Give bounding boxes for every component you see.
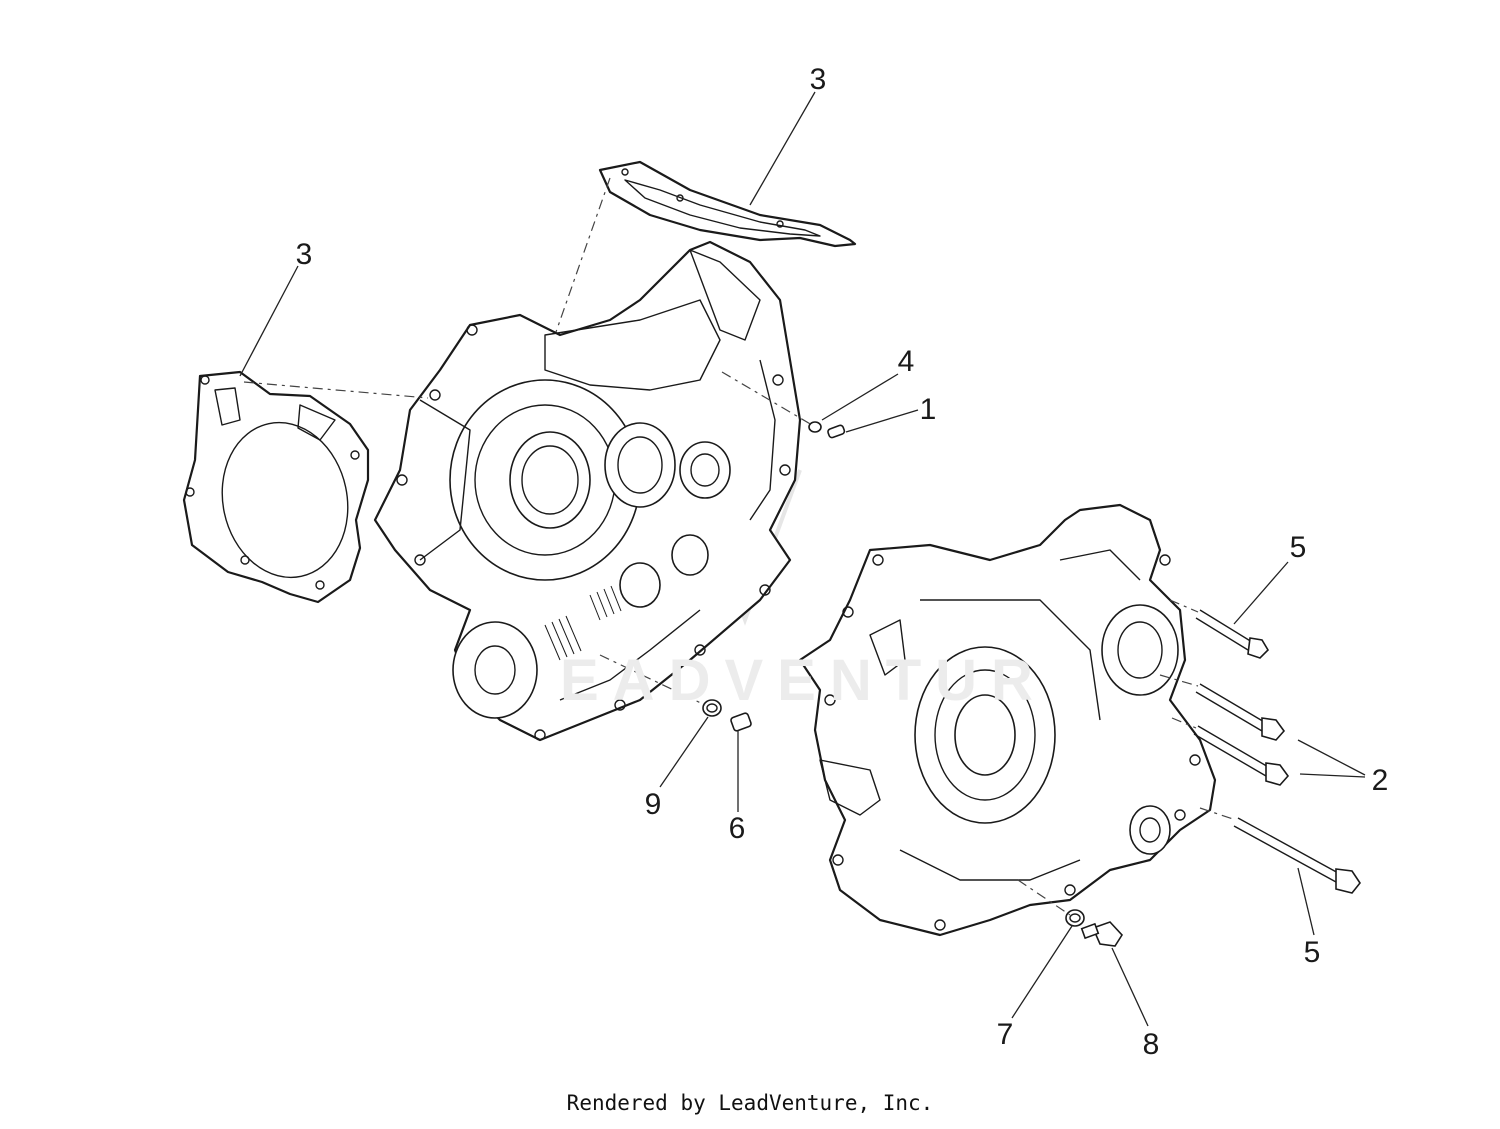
cylinder-gasket-top xyxy=(598,160,857,248)
callout-4: 4 xyxy=(898,345,915,378)
leader-lines xyxy=(239,91,1366,1027)
bolt-2-lower xyxy=(1193,725,1290,786)
render-credit: Rendered by LeadVenture, Inc. xyxy=(566,1091,934,1115)
callout-5-upper: 5 xyxy=(1290,531,1307,564)
crankcase-right-half xyxy=(798,503,1217,937)
o-ring-9 xyxy=(702,699,722,717)
callout-9: 9 xyxy=(645,788,662,821)
washer-7 xyxy=(1065,909,1085,927)
crankcase-left-half xyxy=(373,240,802,742)
dowel-6 xyxy=(730,712,752,732)
bolt-5-upper xyxy=(1195,609,1270,659)
callout-2: 2 xyxy=(1372,764,1389,797)
callout-6: 6 xyxy=(729,812,746,845)
watermark-text: EADVENTUR xyxy=(560,648,1047,713)
cylinder-gasket-left xyxy=(182,370,370,604)
bolt-5-lower xyxy=(1233,817,1361,894)
callout-3-left: 3 xyxy=(296,238,313,271)
callout-7: 7 xyxy=(997,1018,1014,1051)
alignment-lines xyxy=(243,177,1237,916)
bolt-2-upper xyxy=(1195,683,1286,741)
callout-8: 8 xyxy=(1143,1028,1160,1061)
callout-1: 1 xyxy=(920,393,937,426)
callout-5-lower: 5 xyxy=(1304,936,1321,969)
callout-labels: 3 3 4 1 5 2 5 9 6 7 8 xyxy=(296,63,1389,1061)
o-ring-4 xyxy=(808,421,822,433)
drain-plug-8 xyxy=(1080,921,1124,947)
dowel-pin-1 xyxy=(827,424,846,439)
callout-3-top: 3 xyxy=(810,63,827,96)
